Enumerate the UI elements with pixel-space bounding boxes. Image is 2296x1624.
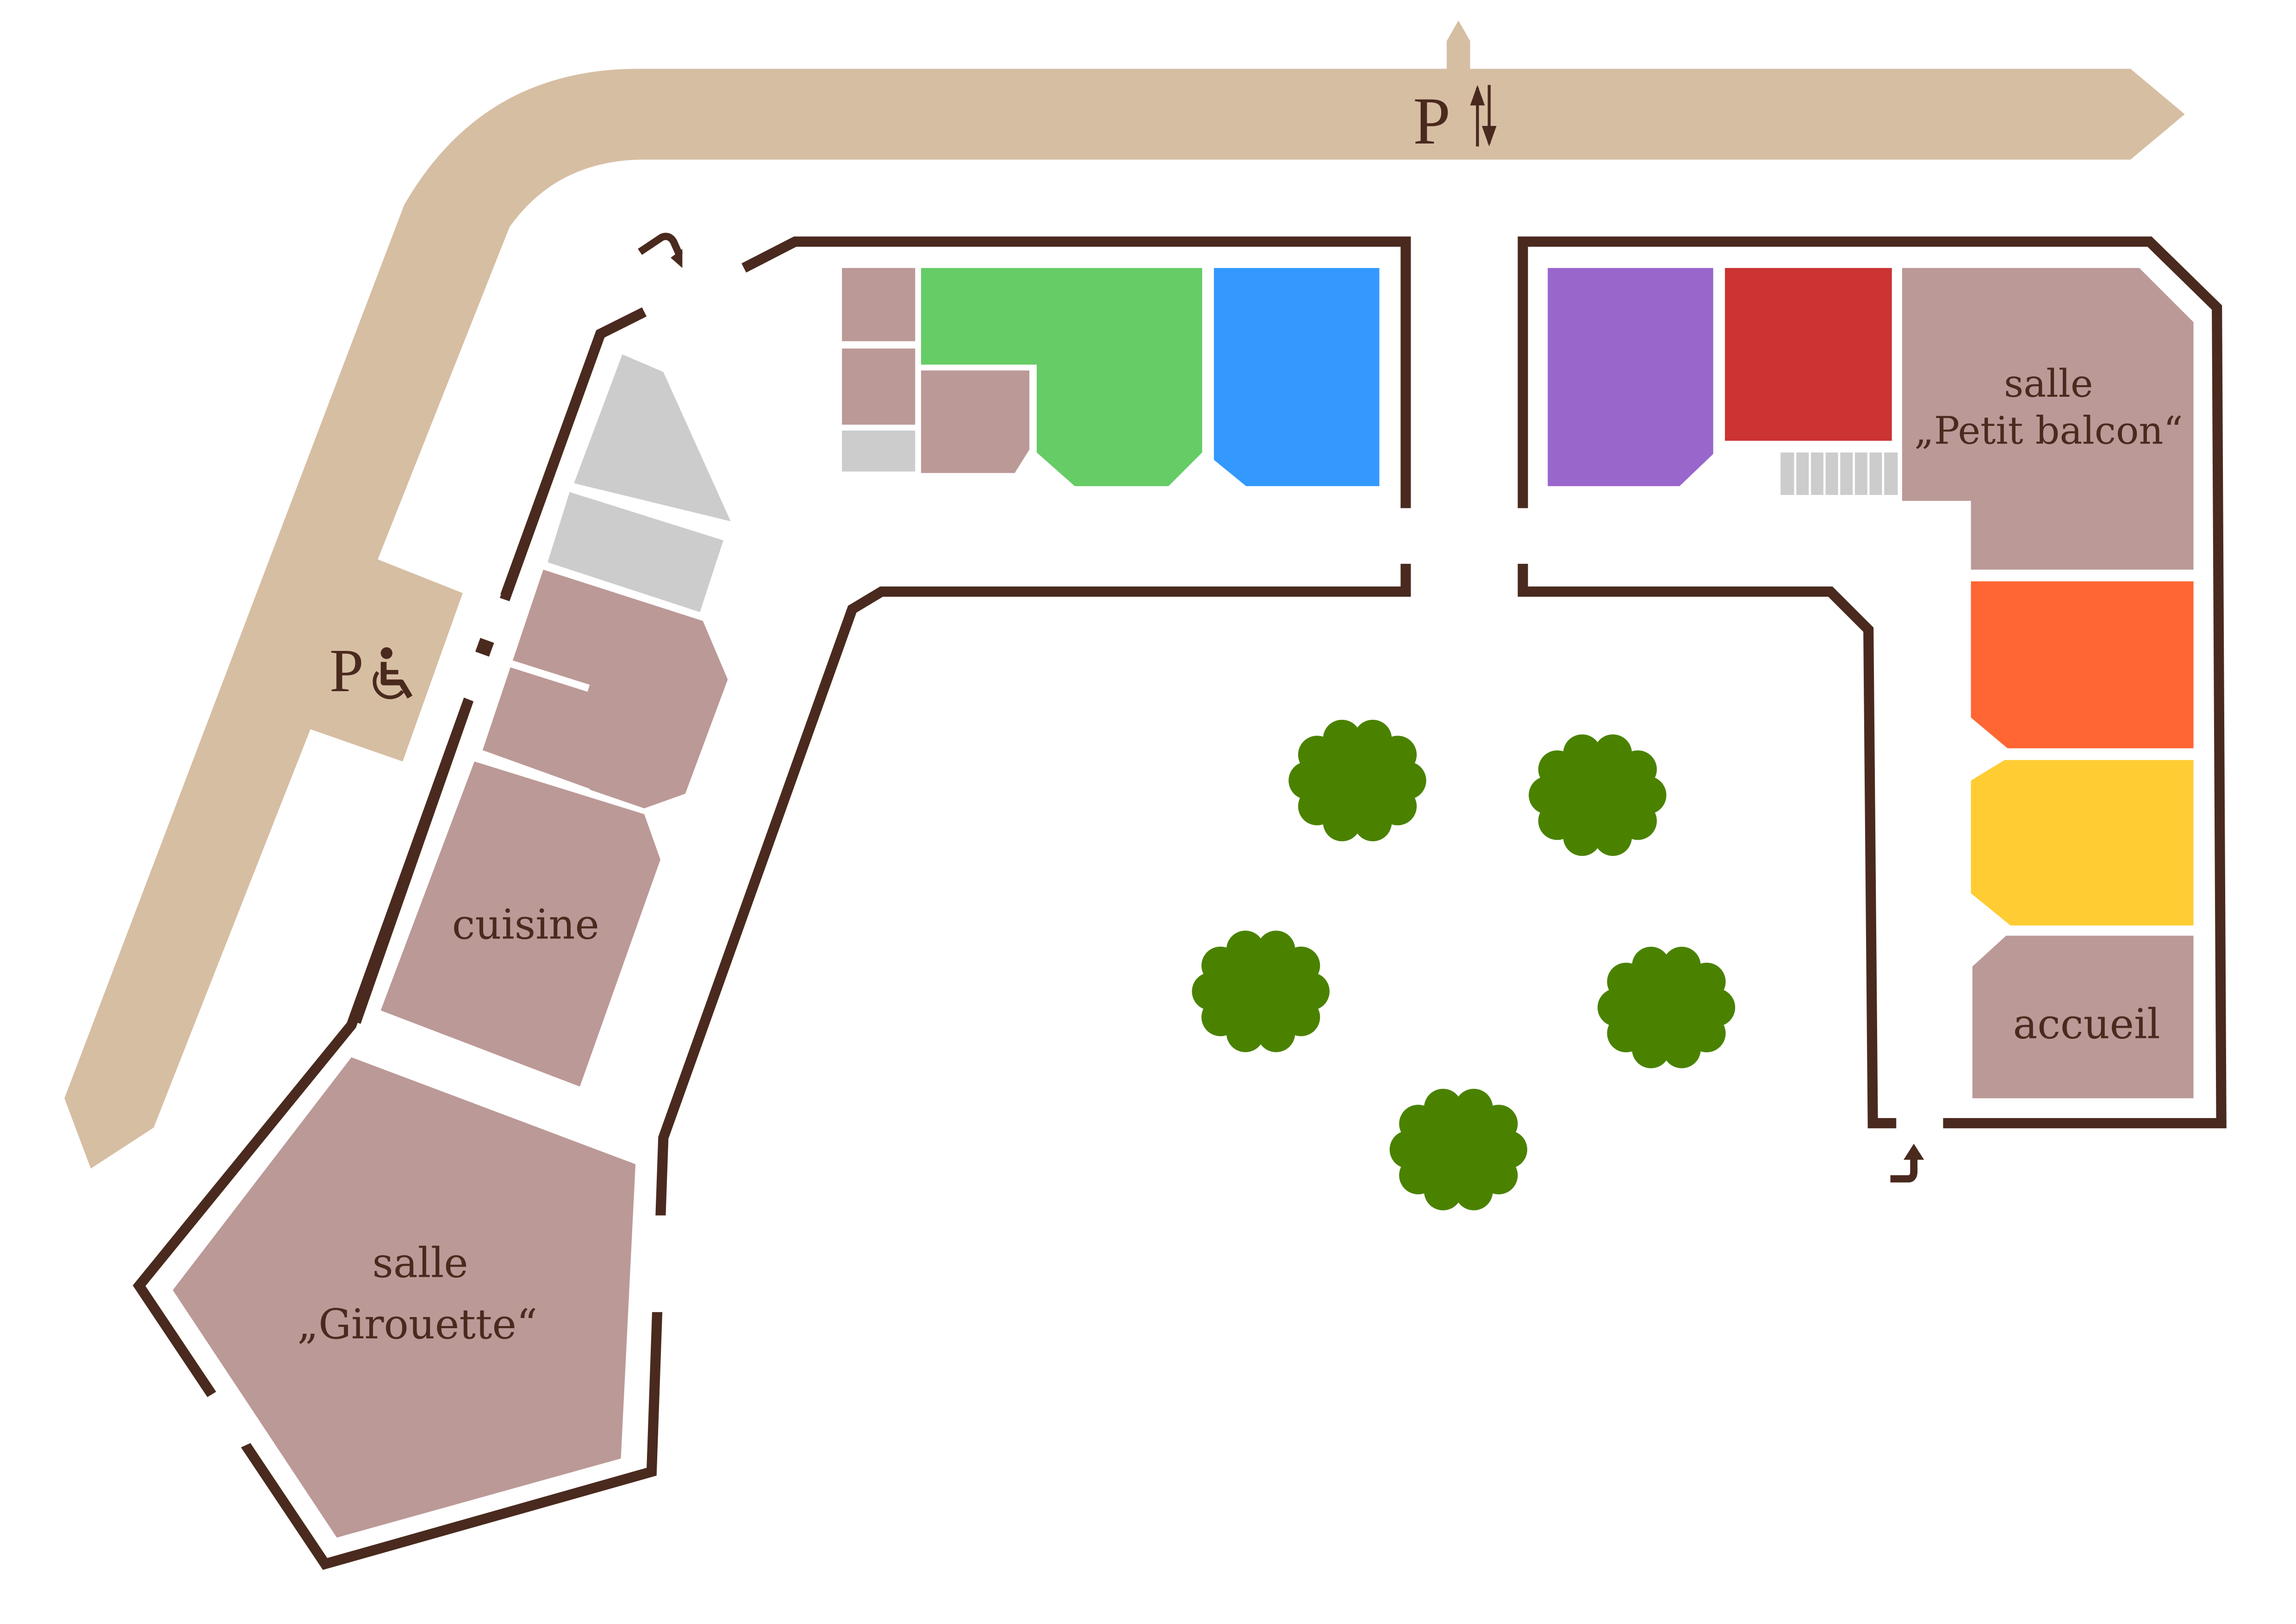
tree-icon (1288, 719, 1426, 842)
entrance-arrow-icon (1890, 1143, 1924, 1183)
parking-label: P (1413, 84, 1450, 158)
wall-north-block-top (741, 236, 1411, 508)
room-west-1[interactable] (481, 569, 728, 809)
room-gray-2[interactable] (548, 492, 723, 612)
partition (504, 658, 590, 692)
walls (132, 236, 2227, 1570)
east-block-rooms: salle „Petit balcon“ accueil (1548, 268, 2194, 1099)
room-blue[interactable] (1213, 268, 1380, 487)
room-orange[interactable] (1971, 581, 2194, 749)
room-purple[interactable] (1548, 268, 1713, 487)
tree-icon (1389, 1088, 1527, 1211)
room-gray-1[interactable] (574, 354, 731, 522)
stairs (1780, 452, 1898, 495)
room-girouette[interactable] (173, 1057, 636, 1538)
wall-west-wing-outer-1 (500, 332, 605, 598)
petit-balcon-label-2: „Petit balcon“ (1914, 409, 2183, 453)
north-block-rooms (842, 268, 1380, 487)
accueil-label: accueil (2013, 1000, 2160, 1048)
room-green[interactable] (921, 268, 1202, 487)
girouette-label-2: „Girouette“ (297, 1300, 537, 1348)
tree-icon (1529, 734, 1667, 856)
wall-east-block-inner (1518, 563, 1897, 1129)
room-red[interactable] (1725, 268, 1892, 441)
partition (477, 749, 590, 796)
petit-balcon-label-1: salle (2004, 362, 2093, 406)
girouette-label-1: salle (372, 1239, 468, 1287)
door-gap-girouette-west (205, 1380, 252, 1457)
west-wing-rooms: cuisine salle „Girouette“ (173, 354, 731, 1538)
room-yellow[interactable] (1971, 760, 2194, 926)
wall-west-wing-outer-2 (351, 698, 473, 1024)
disabled-parking-label: P (330, 637, 364, 705)
road: P P (64, 20, 2185, 1169)
room-small-1[interactable] (842, 268, 915, 342)
courtyard-trees (1192, 719, 1736, 1211)
room-small-2[interactable] (842, 348, 915, 425)
room-cuisine[interactable] (380, 761, 660, 1087)
wheelchair-icon (373, 647, 413, 700)
wall-east-block-top (1518, 236, 2227, 1129)
room-small-3[interactable] (921, 370, 1030, 473)
road-spur-north (1446, 20, 1470, 69)
room-petit-balcon[interactable] (1902, 268, 2194, 570)
tree-icon (1597, 947, 1736, 1068)
door-gap-girouette-east (641, 1215, 671, 1312)
tree-icon (1192, 931, 1330, 1052)
two-way-arrows-icon (1470, 85, 1497, 147)
cuisine-label: cuisine (452, 901, 599, 949)
room-small-gray[interactable] (842, 430, 915, 472)
room-accueil[interactable] (1972, 936, 2194, 1099)
wall-post (475, 637, 494, 657)
entrance-arrow-icon (638, 232, 683, 268)
